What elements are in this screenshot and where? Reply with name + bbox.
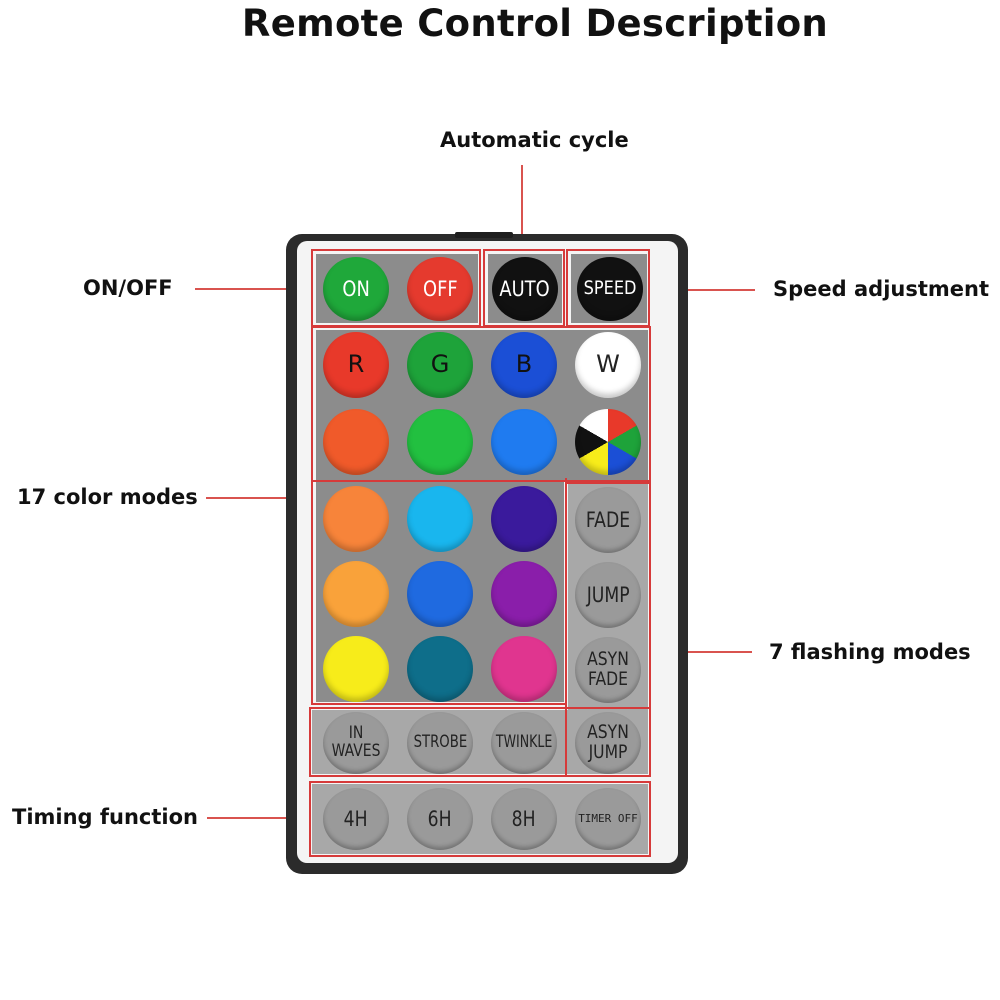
color-button-yellow[interactable]	[323, 636, 389, 702]
red-button[interactable]: R	[323, 332, 389, 398]
off-button[interactable]: OFF	[407, 257, 473, 321]
asyn-fade-button-label: ASYN FADE	[587, 648, 629, 690]
timer-6h-label: 6H	[428, 806, 452, 831]
color-button-cyan[interactable]	[407, 486, 473, 552]
on-off-leader-line	[195, 288, 313, 290]
remote-top-tab	[455, 232, 513, 238]
off-button-label: OFF	[422, 276, 458, 301]
multicolor-wheel-button[interactable]	[575, 409, 641, 475]
callout-timing-function: Timing function	[12, 805, 198, 829]
speed-leader-line	[650, 289, 755, 291]
red-button-label: R	[347, 350, 365, 379]
color-button-orange[interactable]	[323, 486, 389, 552]
timer-off-button[interactable]: TIMER OFF	[575, 788, 641, 850]
on-button-label: ON	[342, 276, 370, 301]
color-modes-highlight-top	[311, 326, 651, 482]
callout-speed-adjustment: Speed adjustment	[773, 277, 989, 301]
timer-4h-label: 4H	[344, 806, 368, 831]
white-button[interactable]: W	[575, 332, 641, 398]
color-button-royal-blue[interactable]	[407, 561, 473, 627]
asyn-jump-button-label: ASYN JUMP	[587, 721, 629, 763]
asyn-fade-button[interactable]: ASYN FADE	[575, 637, 641, 703]
callout-color-modes: 17 color modes	[17, 485, 198, 509]
asyn-jump-button[interactable]: ASYN JUMP	[575, 712, 641, 774]
jump-button-label: JUMP	[586, 582, 630, 607]
color-button-teal[interactable]	[407, 636, 473, 702]
color-button-purple[interactable]	[491, 561, 557, 627]
in-waves-button-label: IN WAVES	[331, 723, 381, 761]
color-button-pink[interactable]	[491, 636, 557, 702]
page-title: Remote Control Description	[241, 2, 829, 45]
in-waves-button[interactable]: IN WAVES	[323, 712, 389, 774]
timer-8h-label: 8H	[512, 806, 536, 831]
green-button-label: G	[430, 350, 450, 379]
auto-button[interactable]: AUTO	[492, 257, 558, 321]
callout-flashing-modes: 7 flashing modes	[769, 640, 971, 664]
color-button-light-green[interactable]	[407, 409, 473, 475]
strobe-button[interactable]: STROBE	[407, 712, 473, 774]
color-button-sky-blue[interactable]	[491, 409, 557, 475]
flashing-modes-leader-line	[647, 651, 752, 653]
callout-automatic-cycle: Automatic cycle	[440, 128, 629, 152]
twinkle-button[interactable]: TWINKLE	[491, 712, 557, 774]
timer-off-label: TIMER OFF	[578, 812, 638, 826]
timer-4h-button[interactable]: 4H	[323, 788, 389, 850]
twinkle-button-label: TWINKLE	[495, 732, 553, 753]
blue-button-label: B	[515, 350, 533, 379]
auto-button-label: AUTO	[499, 276, 551, 301]
color-button-indigo[interactable]	[491, 486, 557, 552]
white-button-label: W	[596, 350, 620, 379]
on-button[interactable]: ON	[323, 257, 389, 321]
blue-button[interactable]: B	[491, 332, 557, 398]
timer-6h-button[interactable]: 6H	[407, 788, 473, 850]
color-button-amber[interactable]	[323, 561, 389, 627]
timing-leader-line	[207, 817, 312, 819]
color-button-orange-red[interactable]	[323, 409, 389, 475]
timer-8h-button[interactable]: 8H	[491, 788, 557, 850]
jump-button[interactable]: JUMP	[575, 562, 641, 628]
speed-button-label: SPEED	[583, 277, 637, 300]
flashing-highlight-row	[309, 707, 651, 777]
timer-highlight	[309, 781, 651, 857]
fade-button-label: FADE	[585, 507, 631, 532]
fade-button[interactable]: FADE	[575, 487, 641, 553]
strobe-button-label: STROBE	[413, 732, 467, 753]
green-button[interactable]: G	[407, 332, 473, 398]
color-modes-leader-line	[206, 497, 312, 499]
automatic-cycle-leader-line	[521, 165, 523, 250]
callout-on-off: ON/OFF	[83, 276, 173, 300]
speed-button[interactable]: SPEED	[577, 257, 643, 321]
